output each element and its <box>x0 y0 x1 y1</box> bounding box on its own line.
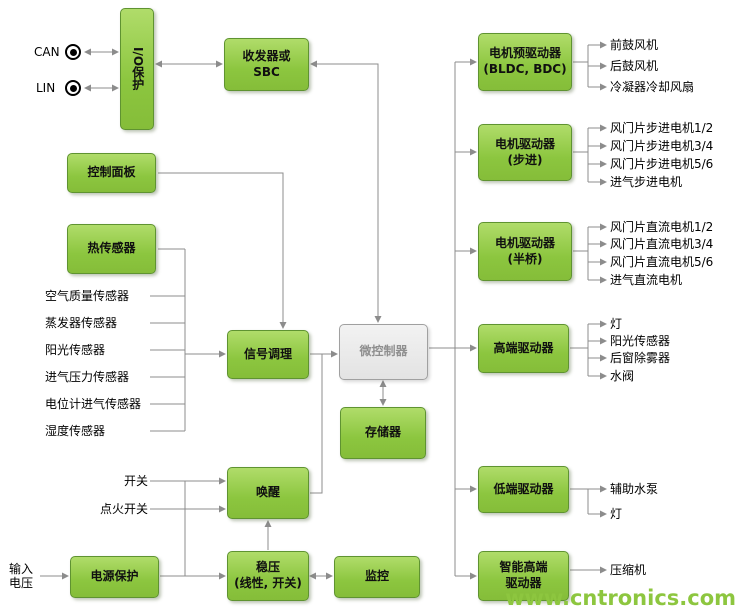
connector-lines <box>40 41 607 580</box>
output-label: 进气直流电机 <box>610 273 683 287</box>
watermark-text: www.cntronics.com <box>505 586 736 610</box>
block-microcontroller: 微控制器 <box>339 324 428 380</box>
input-voltage-label: 输入 电压 <box>8 562 33 590</box>
sensor-label: 阳光传感器 <box>45 343 106 357</box>
block-memory: 存储器 <box>340 407 426 459</box>
block-regulator: 稳压 (线性, 开关) <box>227 551 309 601</box>
output-label: 风门片步进电机5/6 <box>610 157 714 171</box>
output-label: 冷凝器冷却风扇 <box>610 80 695 94</box>
output-label: 辅助水泵 <box>610 482 659 496</box>
lin-connector-icon <box>65 80 81 96</box>
output-label: 灯 <box>610 317 623 331</box>
output-label: 风门片直流电机3/4 <box>610 237 714 251</box>
output-label: 阳光传感器 <box>610 334 671 348</box>
output-label: 风门片直流电机5/6 <box>610 255 714 269</box>
output-label: 后窗除雾器 <box>610 351 671 365</box>
output-label: 水阀 <box>610 369 635 383</box>
block-wakeup: 唤醒 <box>227 467 309 519</box>
output-label: 进气步进电机 <box>610 175 683 189</box>
block-transceiver-sbc: 收发器或 SBC <box>224 38 309 91</box>
block-power-protection: 电源保护 <box>70 556 159 598</box>
block-low-side-driver: 低端驱动器 <box>478 466 569 513</box>
ignition-switch-label: 点火开关 <box>99 502 148 516</box>
output-label: 灯 <box>610 507 623 521</box>
block-monitor: 监控 <box>334 556 420 598</box>
output-label: 前鼓风机 <box>610 38 659 52</box>
block-smart-high-side-driver: 智能高端 驱动器 <box>478 551 569 601</box>
can-label: CAN <box>34 45 60 59</box>
output-label: 风门片直流电机1/2 <box>610 220 714 234</box>
output-label: 后鼓风机 <box>610 59 659 73</box>
block-motor-driver-halfbridge: 电机驱动器 (半桥) <box>478 222 572 281</box>
sensor-label: 蒸发器传感器 <box>45 316 118 330</box>
block-control-panel: 控制面板 <box>67 153 156 193</box>
sensor-label: 湿度传感器 <box>45 424 106 438</box>
switch-label: 开关 <box>123 474 148 488</box>
block-motor-predriver: 电机预驱动器 (BLDC, BDC) <box>478 33 572 91</box>
lin-label: LIN <box>36 81 56 95</box>
output-label: 风门片步进电机3/4 <box>610 139 714 153</box>
block-motor-driver-stepper: 电机驱动器 (步进) <box>478 124 572 181</box>
output-label: 压缩机 <box>610 563 647 577</box>
can-connector-icon <box>65 44 81 60</box>
sensor-label: 空气质量传感器 <box>45 289 130 303</box>
sensor-label: 进气压力传感器 <box>45 370 130 384</box>
block-high-side-driver: 高端驱动器 <box>478 324 569 373</box>
block-thermal-sensor: 热传感器 <box>67 224 156 274</box>
block-signal-conditioning: 信号调理 <box>227 330 309 379</box>
block-io-protection: I/O保护 <box>120 8 154 130</box>
output-label: 风门片步进电机1/2 <box>610 121 714 135</box>
sensor-label: 电位计进气传感器 <box>45 397 142 411</box>
